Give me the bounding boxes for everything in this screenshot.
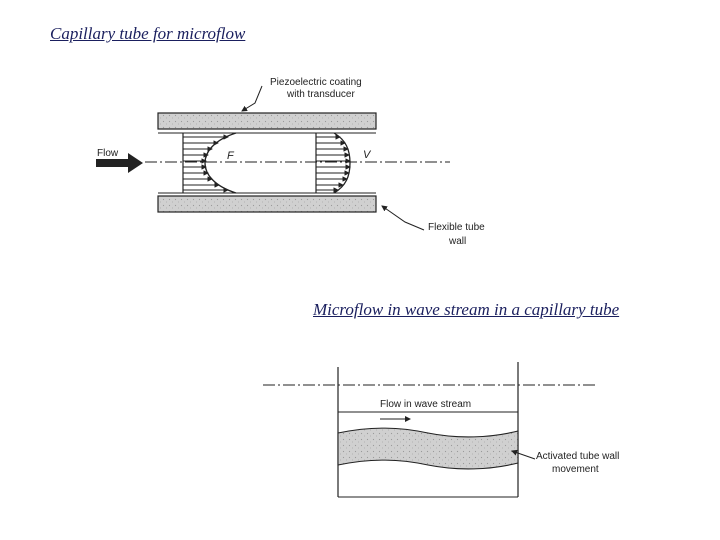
profile-F-label: F [227,150,235,162]
upper-tube-wall [157,112,377,130]
slide-title-capillary-tube: Capillary tube for microflow [50,24,246,43]
activated-tube-wall [337,427,519,470]
velocity-profile-V [333,132,351,194]
lower-tube-wall [157,195,377,213]
activated-wall-label-line2: movement [552,464,599,475]
coating-label-line2: with transducer [286,89,355,100]
flow-wave-label: Flow in wave stream [380,399,471,410]
flow-label: Flow [97,148,119,159]
wall-leader [381,205,425,231]
coating-label-line1: Piezoelectric coating [270,77,362,88]
activated-wall-label-line1: Activated tube wall [536,451,619,462]
slide-title-wave-stream: Microflow in wave stream in a capillary … [313,300,620,319]
flexible-wall-label-line1: Flexible tube [428,222,485,233]
flow-arrow-icon [96,153,143,173]
capillary-tube-diagram: Piezoelectric coating with transducer Fl… [96,77,485,247]
wave-stream-diagram: Flow in wave stream Activated tube wall … [263,362,619,498]
activated-leader [511,449,536,460]
flexible-wall-label-line2: wall [448,236,466,247]
coating-leader [241,85,263,112]
profile-V-label: V [363,149,372,161]
velocity-profile-F [204,132,237,194]
